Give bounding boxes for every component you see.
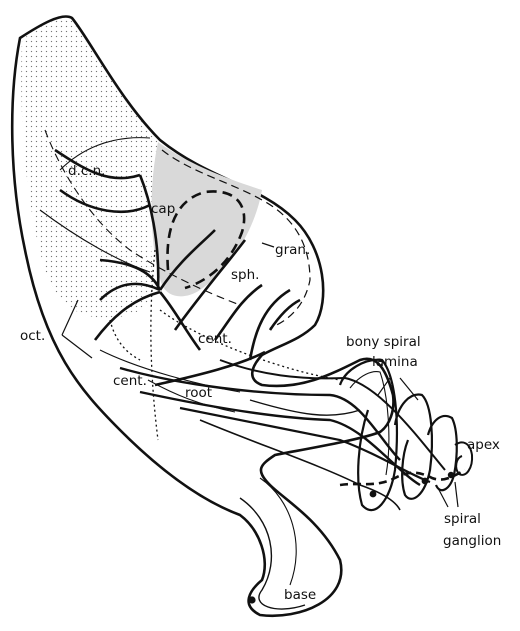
label-root: root bbox=[185, 385, 212, 401]
label-ganglion: ganglion bbox=[443, 533, 501, 549]
ganglion-cell-3 bbox=[448, 472, 454, 478]
label-base: base bbox=[284, 587, 316, 603]
label-cent-lower: cent. bbox=[113, 373, 147, 389]
spiral-leader-2 bbox=[455, 482, 458, 507]
label-bony-spiral: bony spiral bbox=[346, 334, 421, 350]
ganglion-cell-2 bbox=[422, 478, 429, 485]
label-gran: gran. bbox=[275, 242, 310, 258]
label-cent-upper: cent. bbox=[198, 331, 232, 347]
label-spiral: spiral bbox=[444, 511, 481, 527]
base-dot bbox=[248, 596, 255, 603]
label-apex: apex bbox=[467, 437, 500, 453]
label-lamina: lamina bbox=[372, 354, 418, 370]
ganglion-cell-1 bbox=[370, 491, 377, 498]
label-sph: sph. bbox=[231, 267, 259, 283]
label-cap: cap bbox=[151, 201, 175, 217]
label-oct: oct. bbox=[20, 328, 45, 344]
label-dcn: d.c.n. bbox=[68, 163, 105, 179]
